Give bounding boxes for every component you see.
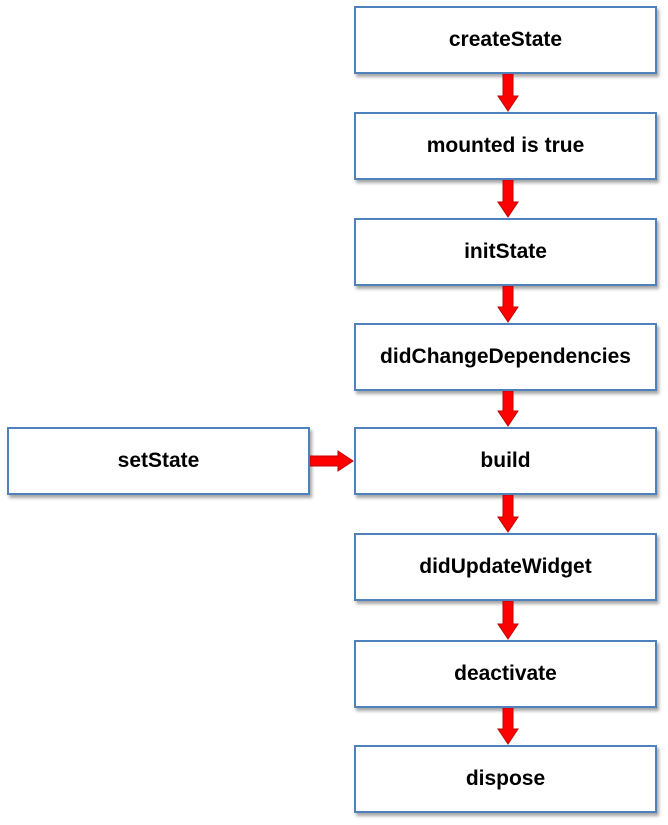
step-label: mounted is true bbox=[426, 134, 585, 157]
arrow-down-2 bbox=[497, 180, 519, 218]
step-dispose: dispose bbox=[354, 745, 657, 813]
set-state-label: setState bbox=[117, 449, 200, 472]
step-mounted-is-true: mounted is true bbox=[354, 112, 657, 180]
step-label: dispose bbox=[465, 767, 546, 790]
arrow-down-7 bbox=[497, 708, 519, 745]
step-label: didUpdateWidget bbox=[419, 555, 592, 578]
step-deactivate: deactivate bbox=[354, 640, 657, 708]
arrow-down-3 bbox=[497, 286, 519, 323]
step-init-state: initState bbox=[354, 218, 657, 286]
step-label: initState bbox=[464, 240, 547, 263]
step-label: didChangeDependencies bbox=[380, 345, 631, 368]
set-state-node: setState bbox=[7, 427, 310, 495]
step-label: deactivate bbox=[454, 662, 557, 685]
step-did-change-dependencies: didChangeDependencies bbox=[354, 323, 657, 391]
step-build: build bbox=[354, 427, 657, 495]
arrow-down-1 bbox=[497, 74, 519, 112]
step-label: createState bbox=[448, 28, 563, 51]
step-label: build bbox=[480, 449, 531, 472]
step-create-state: createState bbox=[354, 6, 657, 74]
arrow-down-5 bbox=[497, 495, 519, 533]
step-did-update-widget: didUpdateWidget bbox=[354, 533, 657, 601]
arrow-down-6 bbox=[497, 601, 519, 640]
arrow-down-4 bbox=[497, 391, 519, 427]
arrow-right-set-state bbox=[310, 450, 354, 472]
